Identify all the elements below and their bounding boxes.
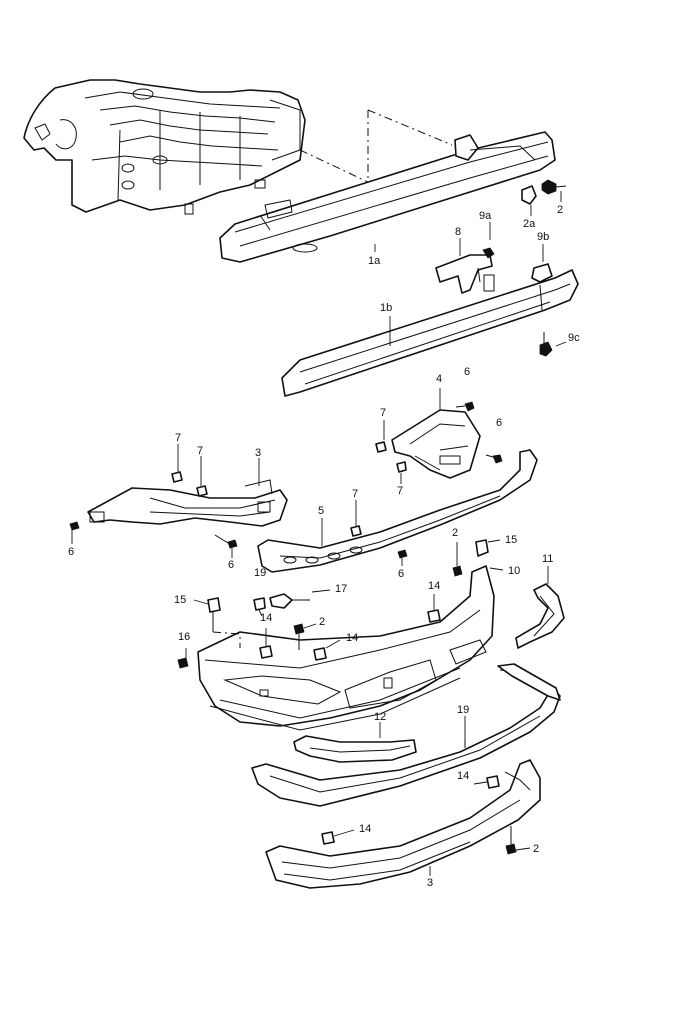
part-16-bolt [177,657,189,669]
label-9b: 9b [537,231,549,243]
label-12: 12 [374,711,386,723]
label-14-e: 14 [359,823,371,835]
clip-7-right-b [396,461,407,473]
part-9c-bolt [539,332,553,357]
label-5: 5 [318,505,324,517]
clip-7-right-a [375,441,387,453]
part-11-trim-right [515,583,565,649]
bolt-2-bumper [452,565,463,577]
label-7-a: 7 [380,407,386,419]
assembly-line-body-to-beam-upper [367,109,453,146]
part-3-side-guide [87,479,288,527]
bolt-2-lower [505,826,517,855]
label-14-b: 14 [260,612,272,624]
label-19-b: 19 [457,704,469,716]
bolt-6-mid [397,549,408,559]
label-6-c: 6 [68,546,74,558]
label-7-c: 7 [175,432,181,444]
bolt-near-8 [482,247,495,259]
assembly-line-15 [212,631,241,648]
label-6-d: 6 [228,559,234,571]
label-19-a: 19 [254,567,266,579]
part-17-fastener [269,593,310,609]
label-6-a: 6 [464,366,470,378]
label-2-top: 2 [557,204,563,216]
label-6-b: 6 [496,417,502,429]
label-1a: 1a [368,255,381,267]
label-10: 10 [508,565,520,577]
assembly-line-body-to-beam [299,149,369,183]
label-7-d: 7 [197,445,203,457]
part-5-guide-rail [257,449,538,573]
clip-14-f [321,831,335,845]
bolt-2-upper [541,179,567,195]
label-14-d: 14 [457,770,469,782]
clip-7-left-a [171,471,183,483]
part-1a-bumper-beam [219,131,556,263]
label-17: 17 [335,583,347,595]
label-4: 4 [436,373,442,385]
part-labels: 1a 1b 2 2a 2 2 2 3 3 4 5 6 6 6 6 6 7 7 7… [68,204,580,889]
clip-14-e [486,775,500,789]
part-19-strip-upper [251,663,561,807]
label-14-c: 14 [346,632,358,644]
label-15-b: 15 [174,594,186,606]
label-7-b: 7 [397,485,403,497]
clip-14-c [313,647,327,661]
bolt-6-right-mid [485,454,503,464]
label-8: 8 [455,226,461,238]
label-2-bumper: 2 [452,527,458,539]
part-2a-clip [521,185,537,205]
label-2a: 2a [523,218,536,230]
part-15-clip-right [475,539,489,557]
bolt-2-mid [293,623,305,650]
label-16: 16 [178,631,190,643]
part-12-trim-lower [293,735,417,763]
label-2-lower: 2 [533,843,539,855]
label-1b: 1b [380,302,392,314]
bolt-6-right-top [455,401,475,412]
label-15-a: 15 [505,534,517,546]
clip-7-mid [350,525,362,537]
label-14-a: 14 [428,580,440,592]
label-3-valance: 3 [427,877,433,889]
label-9c: 9c [568,332,580,344]
part-8-bracket [435,254,495,294]
label-7-e: 7 [352,488,358,500]
part-4-mounting-bracket [391,409,481,479]
bolt-6-left-lower [214,534,238,549]
label-2-mid: 2 [319,616,325,628]
bolt-6-left [69,521,80,531]
part-1b-impact-absorber [281,269,579,397]
part-10-bumper-cover [197,565,495,731]
part-3-lower-valance [265,759,541,889]
label-11: 11 [542,553,553,565]
label-6-e: 6 [398,568,404,580]
part-9b-nut [531,263,553,283]
clip-14-a [253,597,266,611]
label-9a: 9a [479,210,492,222]
clip-7-left-b [196,485,208,497]
label-3-guide: 3 [255,447,261,459]
clip-14-b [259,645,273,659]
part-15-clip-left [207,597,221,632]
vehicle-body-structure [23,79,306,215]
clip-14-d [427,609,441,623]
